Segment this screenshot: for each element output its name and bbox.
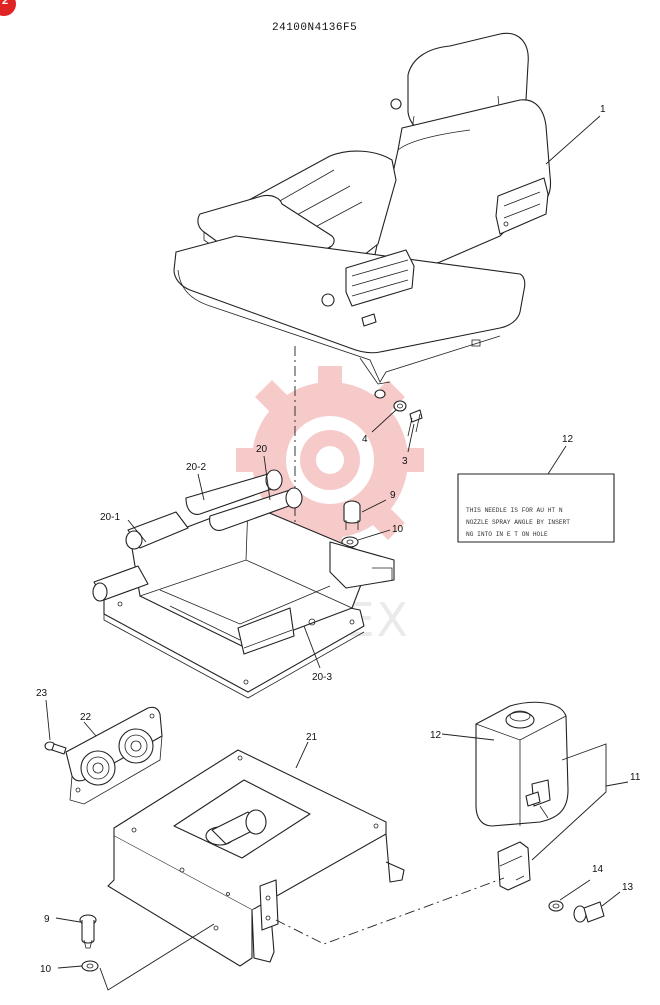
warning-decal: THIS NEEDLE IS FOR AU HT N NOZZLE SPRAY … — [457, 473, 615, 543]
leader-3 — [407, 423, 415, 453]
callout-22: 22 — [80, 712, 92, 723]
callout-12b: 12 — [430, 730, 442, 741]
callout-20: 20 — [256, 444, 268, 455]
callout-20-2: 20-2 — [186, 462, 206, 473]
leader-10b-stand — [99, 923, 215, 991]
callout-9a: 9 — [390, 490, 396, 501]
callout-21: 21 — [306, 732, 318, 743]
leader-10b — [57, 965, 83, 969]
callout-20-1: 20-1 — [100, 512, 120, 523]
callout-4: 4 — [362, 434, 368, 445]
tank-bracket — [497, 841, 531, 891]
page-badge: 2 — [0, 0, 16, 16]
seat-stand — [107, 749, 405, 967]
leader-23 — [45, 699, 51, 741]
callout-3: 3 — [402, 456, 408, 467]
callout-11: 11 — [630, 772, 641, 783]
bolt-and-washer-lower — [79, 914, 99, 972]
leader-22 — [83, 721, 97, 737]
drawing-number: 24100N4136F5 — [272, 22, 357, 34]
leader-14 — [559, 879, 591, 901]
leader-20-3 — [303, 625, 321, 669]
callout-12a: 12 — [562, 434, 574, 445]
bolt-and-washer-upper — [374, 389, 423, 437]
decal-line-1: THIS NEEDLE IS FOR AU HT N — [466, 507, 563, 514]
leader-11-bracket — [531, 743, 607, 861]
decal-line-3: NG INTO IN E T ON HOLE — [466, 531, 548, 538]
callout-9b: 9 — [44, 914, 50, 925]
alignment-line — [275, 877, 505, 945]
bolt-and-washer-tank — [548, 900, 605, 923]
leader-20 — [263, 455, 271, 501]
leader-9b — [55, 917, 81, 923]
callout-23: 23 — [36, 688, 48, 699]
callout-14: 14 — [592, 864, 604, 875]
callout-10a: 10 — [392, 524, 404, 535]
leader-13 — [601, 891, 621, 907]
washer-tank — [475, 701, 569, 827]
leader-9a — [361, 499, 387, 513]
decal-line-2: NOZZLE SPRAY ANGLE BY INSERT — [466, 519, 570, 526]
leader-20-1 — [127, 519, 147, 543]
callout-10b: 10 — [40, 964, 52, 975]
callout-20-3: 20-3 — [312, 672, 332, 683]
leader-12b — [441, 733, 495, 741]
leader-21 — [295, 741, 309, 769]
leader-12a — [547, 445, 567, 475]
speaker-panel — [44, 706, 163, 805]
leader-4 — [371, 409, 397, 433]
leader-20-2 — [197, 473, 205, 501]
bolt-and-washer-middle — [341, 500, 361, 548]
callout-1: 1 — [600, 104, 606, 115]
leader-1 — [545, 115, 601, 165]
operator-seat — [173, 32, 552, 385]
callout-13: 13 — [622, 882, 634, 893]
leader-10a — [357, 529, 391, 541]
leader-11 — [605, 781, 629, 787]
